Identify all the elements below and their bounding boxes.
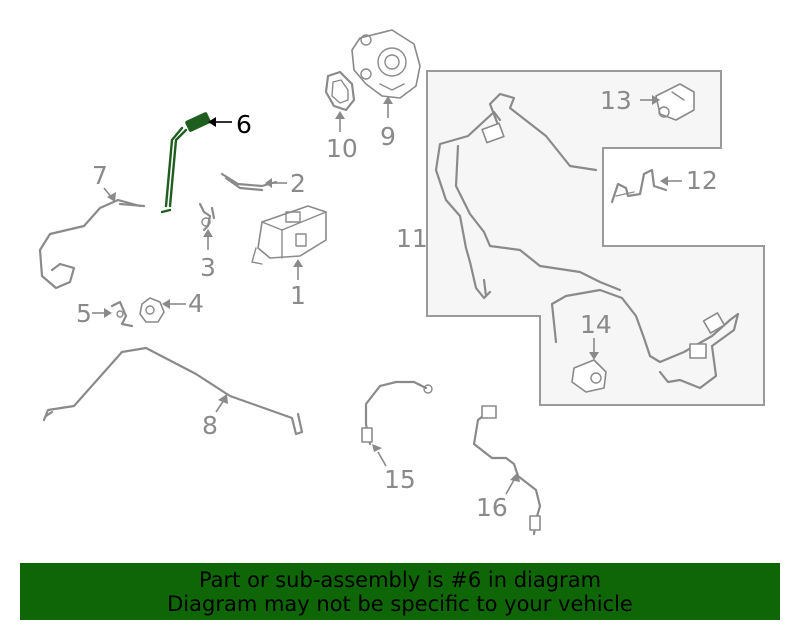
part-6-highlighted[interactable] bbox=[160, 111, 211, 214]
callout-7: 7 bbox=[92, 161, 108, 190]
callout-8: 8 bbox=[202, 411, 218, 440]
part-13-sensor[interactable] bbox=[655, 83, 695, 121]
banner-line-disclaimer: Diagram may not be specific to your vehi… bbox=[167, 592, 633, 616]
assembly-group-box bbox=[426, 70, 765, 406]
part-4-valve[interactable] bbox=[139, 297, 165, 323]
part-12-clip[interactable] bbox=[610, 168, 668, 204]
banner-line-part: Part or sub-assembly is #6 in diagram bbox=[198, 568, 602, 592]
part-11-harness[interactable] bbox=[434, 92, 622, 300]
part-10-gasket[interactable] bbox=[324, 70, 356, 112]
callout-10: 10 bbox=[326, 134, 358, 163]
info-banner: Part or sub-assembly is #6 in diagram Di… bbox=[20, 563, 780, 620]
callout-12: 12 bbox=[686, 166, 718, 195]
callout-14: 14 bbox=[580, 310, 612, 339]
callout-2: 2 bbox=[290, 169, 306, 198]
callout-15: 15 bbox=[384, 465, 416, 494]
callout-3: 3 bbox=[200, 253, 216, 282]
part-15-sensor-lead[interactable] bbox=[361, 380, 433, 446]
callout-1: 1 bbox=[290, 281, 306, 310]
callout-11: 11 bbox=[396, 224, 428, 253]
part-3-clip[interactable] bbox=[198, 202, 216, 232]
callout-16: 16 bbox=[476, 493, 508, 522]
callout-6: 6 bbox=[236, 110, 252, 139]
callout-4: 4 bbox=[188, 289, 204, 318]
part-16-sensor-lead[interactable] bbox=[472, 405, 542, 536]
callout-13: 13 bbox=[600, 86, 632, 115]
part-9-pump-housing[interactable] bbox=[351, 29, 421, 99]
parts-diagram: 1 2 3 4 5 6 7 8 9 10 11 12 13 14 15 16 bbox=[38, 29, 765, 536]
callout-5: 5 bbox=[76, 299, 92, 328]
part-5-bracket[interactable] bbox=[110, 300, 134, 328]
part-8-line[interactable] bbox=[42, 346, 304, 436]
callout-9: 9 bbox=[380, 122, 396, 151]
part-1-canister[interactable] bbox=[251, 205, 327, 265]
part-7-hose[interactable] bbox=[38, 198, 142, 290]
